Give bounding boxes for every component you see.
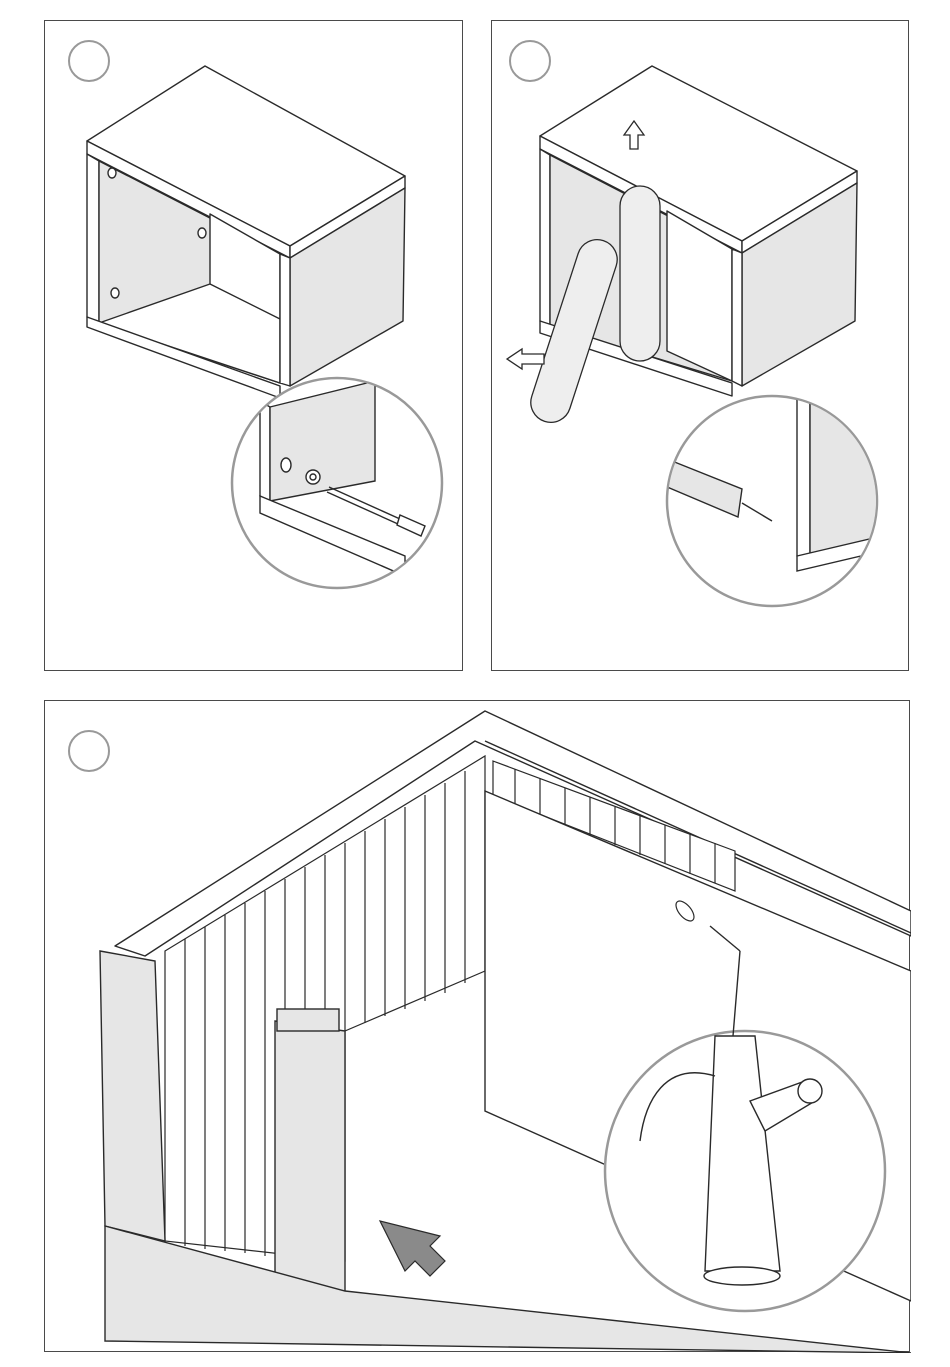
step-number-circle (69, 731, 109, 771)
step-number-circle (69, 41, 109, 81)
step-number-circle (510, 41, 550, 81)
step-panel-3 (44, 700, 910, 1352)
cabinet-carcass (87, 66, 405, 398)
cabinet-cleaning-illustration (492, 21, 910, 672)
step-panel-1 (44, 20, 463, 671)
tambour-door-illustration (45, 701, 911, 1353)
cabinet-screw-illustration (45, 21, 464, 672)
push-arrow-icon (380, 1221, 445, 1276)
screwdriver-detail (232, 378, 442, 588)
step-panel-2 (491, 20, 909, 671)
oil-applicator-detail (667, 361, 882, 606)
